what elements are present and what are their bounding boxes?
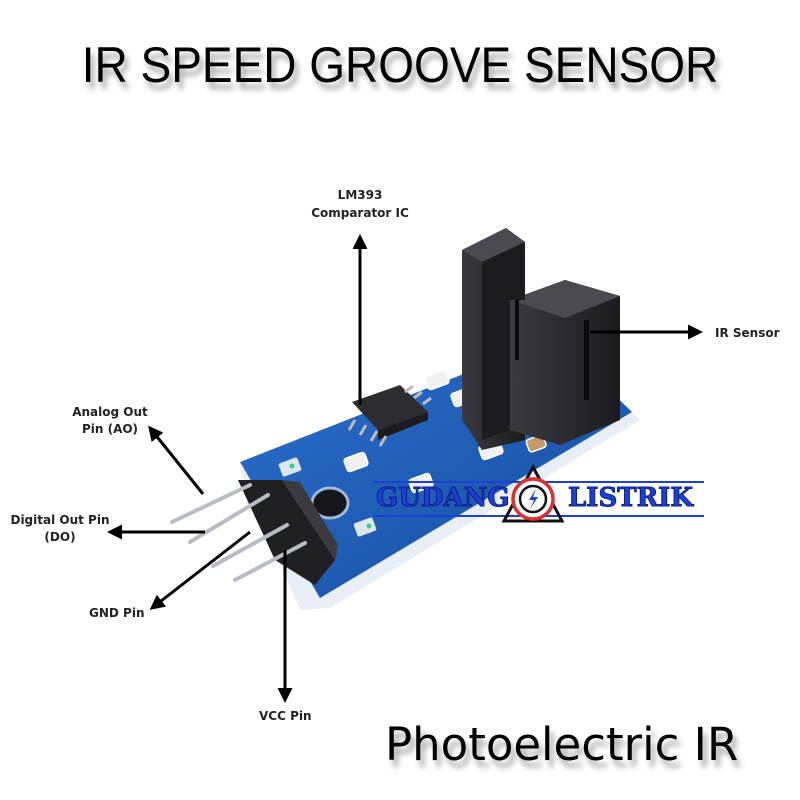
header-pins <box>170 483 307 582</box>
ir-slot-sensor <box>462 228 620 450</box>
pin-header <box>238 480 338 585</box>
label-ic-line2: Comparator IC <box>311 206 409 220</box>
arrow-analog-out <box>148 425 205 495</box>
subtitle: Photoelectric IR <box>385 718 739 771</box>
label-gnd: GND Pin <box>89 606 145 620</box>
label-ic: LM393 <box>337 188 383 202</box>
callout-arrows <box>107 234 703 703</box>
watermark-right-text: LISTRIK <box>568 483 694 513</box>
page-title: IR SPEED GROOVE SENSOR <box>81 37 719 93</box>
arrow-gnd <box>149 530 251 610</box>
label-vcc: VCC Pin <box>259 709 312 723</box>
label-analog-out: Analog Out Pin (AO) <box>72 405 148 437</box>
lightning-bolt-icon <box>501 463 565 523</box>
lm393-chip <box>347 384 432 447</box>
status-leds <box>278 457 377 537</box>
watermark-left-text: GUDANG <box>376 483 511 513</box>
label-digital-out: Digital Out Pin (DO) <box>10 513 110 545</box>
watermark-logo: GUDANG LISTRIK <box>372 463 707 537</box>
label-ir-sensor: IR Sensor <box>715 326 780 340</box>
